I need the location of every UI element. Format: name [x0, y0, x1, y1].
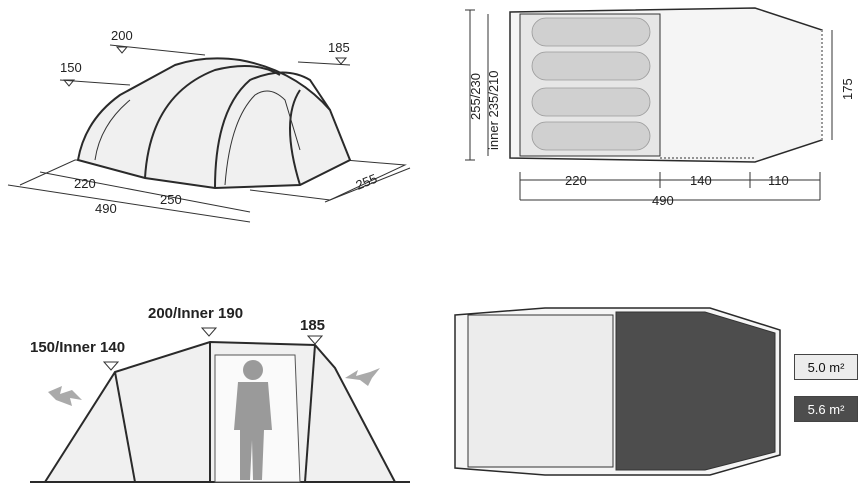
height-marker-150: 150 [59, 60, 131, 87]
label-height-200: 200 [111, 28, 133, 43]
label-dim-250: 250 [160, 192, 182, 207]
label-width-inner: inner 235/210 [486, 70, 501, 150]
pole-arch-1 [144, 65, 281, 179]
label-width-outer: 255/230 [468, 73, 483, 120]
label-side-150: 150/Inner 140 [30, 339, 125, 356]
floor-vestibule-area [615, 311, 776, 471]
label-seg-220: 220 [565, 173, 587, 188]
label-dim-220: 220 [74, 176, 96, 191]
label-height-150: 150 [60, 60, 82, 75]
floor-plan [454, 307, 781, 476]
label-side-185: 185 [300, 317, 325, 334]
height-marker-200: 200 [109, 28, 206, 56]
label-seg-140: 140 [690, 173, 712, 188]
seam-line [94, 99, 131, 161]
side-pole-front [114, 371, 136, 483]
floor-inner-area [467, 314, 614, 468]
pole-arch-2 [214, 71, 331, 189]
dim-line-220 [39, 171, 146, 193]
person-icon [234, 360, 272, 480]
side-pole-rear [304, 344, 316, 483]
label-end-175: 175 [840, 78, 855, 100]
dim-line-255 [324, 167, 411, 203]
dim-line-250 [144, 191, 251, 213]
label-seg-490: 490 [652, 193, 674, 208]
perspective-view: 200 150 185 220 250 490 255 [7, 28, 411, 223]
pole-arch-3 [289, 89, 301, 186]
legend-vestibule-label: 5.6 m² [807, 401, 845, 417]
dim-line-490 [7, 184, 251, 223]
side-view: 200/Inner 190 150/Inner 140 185 [30, 305, 410, 483]
label-seg-110: 110 [768, 173, 789, 188]
label-dim-490: 490 [95, 201, 117, 216]
tent-body [76, 57, 352, 190]
legend-inner-label: 5.0 m² [807, 359, 845, 375]
door-outline [224, 90, 301, 186]
ventilation-arrow-left-icon [48, 386, 82, 406]
legend-inner-area: 5.0 m² [794, 354, 858, 380]
ground-plane [19, 159, 407, 201]
legend-vestibule-area: 5.6 m² [794, 396, 858, 422]
height-marker-185: 185 [297, 40, 351, 66]
ventilation-arrow-right-icon [345, 368, 380, 386]
top-view: 255/230 inner 235/210 175 220 140 110 49… [465, 7, 855, 208]
label-side-200: 200/Inner 190 [148, 305, 243, 322]
label-dim-255: 255 [354, 171, 380, 193]
label-height-185: 185 [328, 40, 350, 55]
sleeping-bags [531, 17, 651, 151]
